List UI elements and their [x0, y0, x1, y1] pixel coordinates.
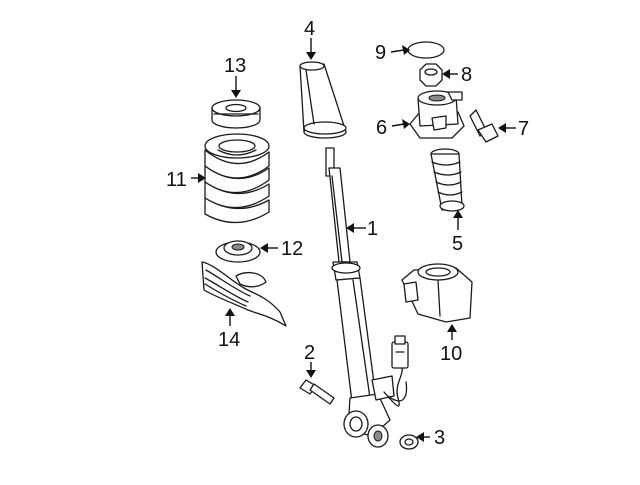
- spring-cap-part: [211, 99, 261, 129]
- callout-leaders: [191, 38, 516, 442]
- callout-7: 7: [518, 118, 529, 140]
- nut-part: [419, 63, 443, 87]
- callout-14: 14: [218, 329, 240, 351]
- callout-13: 13: [224, 55, 246, 77]
- callout-1: 1: [367, 218, 378, 240]
- coil-spring-part: [204, 133, 270, 224]
- callout-5: 5: [452, 233, 463, 255]
- shield-part: [201, 261, 287, 327]
- bump-stop-part: [430, 148, 465, 212]
- callout-labels: 1 2 3 4 5 6 7 8 9 10 11 12 13 14: [166, 18, 529, 449]
- top-cap-part: [407, 41, 445, 59]
- callout-10: 10: [440, 343, 462, 365]
- shock-absorber-part: [325, 147, 409, 448]
- spring-seat-part: [215, 240, 261, 263]
- bolt-part: [469, 109, 499, 143]
- callout-3: 3: [434, 427, 445, 449]
- callout-2: 2: [304, 342, 315, 364]
- callout-9: 9: [375, 42, 386, 64]
- callout-6: 6: [376, 117, 387, 139]
- bushing-mount-part: [401, 263, 473, 323]
- callout-8: 8: [461, 64, 472, 86]
- lower-bolt-part: [299, 379, 335, 405]
- callout-11: 11: [166, 169, 187, 191]
- strut-mount-part: [409, 90, 465, 139]
- dust-boot-part: [299, 61, 347, 139]
- callout-12: 12: [281, 238, 303, 260]
- callout-4: 4: [304, 18, 315, 40]
- washer-part: [399, 434, 419, 450]
